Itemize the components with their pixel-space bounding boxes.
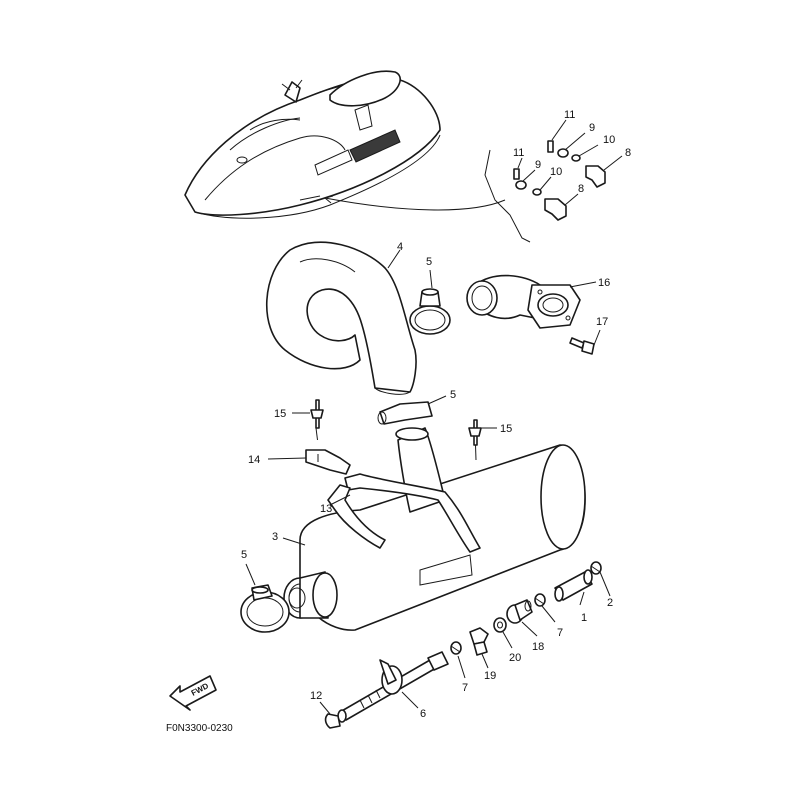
callout-11b: 11 — [513, 147, 524, 159]
callout-5a: 5 — [426, 256, 432, 268]
part-2-clip — [590, 561, 602, 575]
callout-15b: 15 — [500, 423, 512, 435]
callout-7b: 7 — [462, 682, 468, 694]
callout-13: 13 — [320, 503, 332, 515]
part-10-lower — [532, 188, 542, 196]
callout-labels: 1 2 3 4 5 5 5 6 7 7 8 8 9 9 10 10 11 11 … — [241, 109, 631, 720]
callout-10a: 10 — [603, 134, 615, 146]
part-11-lower — [513, 168, 520, 180]
callout-7a: 7 — [557, 627, 563, 639]
callout-8a: 8 — [625, 147, 631, 159]
callout-20: 20 — [509, 652, 521, 664]
locator-arrow — [324, 197, 506, 211]
callout-2: 2 — [607, 597, 613, 609]
callout-5b: 5 — [450, 389, 456, 401]
callout-1: 1 — [581, 612, 587, 624]
callout-10b: 10 — [550, 166, 562, 178]
callout-16: 16 — [598, 277, 610, 289]
part-18-nipple — [506, 599, 533, 624]
callout-3: 3 — [272, 531, 278, 543]
part-8-upper — [585, 165, 606, 188]
part-14-bracket — [305, 449, 351, 475]
callout-9a: 9 — [589, 122, 595, 134]
callout-12: 12 — [310, 690, 322, 702]
part-17-bolt — [569, 337, 595, 355]
part-7-clip-left — [450, 641, 462, 655]
part-6-hose — [337, 651, 449, 723]
part-12-clip — [324, 713, 341, 729]
callout-5c: 5 — [241, 549, 247, 561]
part-5-hose-clamp-top — [409, 288, 451, 335]
part-19-fitting — [469, 627, 489, 656]
callout-14: 14 — [248, 454, 260, 466]
part-15-bolt-left — [310, 399, 324, 441]
part-20-washer — [493, 617, 507, 633]
part-7-clip-right — [534, 593, 546, 607]
part-1-pipe — [554, 569, 593, 602]
callout-19: 19 — [484, 670, 496, 682]
callout-9b: 9 — [535, 159, 541, 171]
callout-15a: 15 — [274, 408, 286, 420]
watercraft-illustration — [184, 70, 441, 219]
part-5-hose-clamp-bottom — [240, 584, 290, 633]
part-10-upper — [571, 154, 581, 162]
part-9-lower — [515, 180, 527, 190]
part-11-upper — [547, 140, 554, 153]
fwd-arrow-icon: FWD — [169, 675, 217, 711]
part-13-strap — [327, 473, 481, 553]
callout-18: 18 — [532, 641, 544, 653]
diagram-code: F0N3300-0230 — [166, 723, 233, 734]
callout-4: 4 — [397, 241, 403, 253]
part-16-elbow — [466, 274, 581, 329]
part-4-exhaust-pipe — [266, 241, 417, 393]
part-5-hose-clamp-middle — [377, 401, 433, 425]
part-15-bolt-right — [468, 419, 482, 461]
part-8-lower — [544, 198, 567, 221]
callout-11a: 11 — [564, 109, 575, 121]
callout-8b: 8 — [578, 183, 584, 195]
callout-6: 6 — [420, 708, 426, 720]
detail-bracket — [484, 149, 531, 243]
fastener-group — [513, 119, 623, 221]
part-9-upper — [557, 148, 569, 158]
callout-17: 17 — [596, 316, 608, 328]
